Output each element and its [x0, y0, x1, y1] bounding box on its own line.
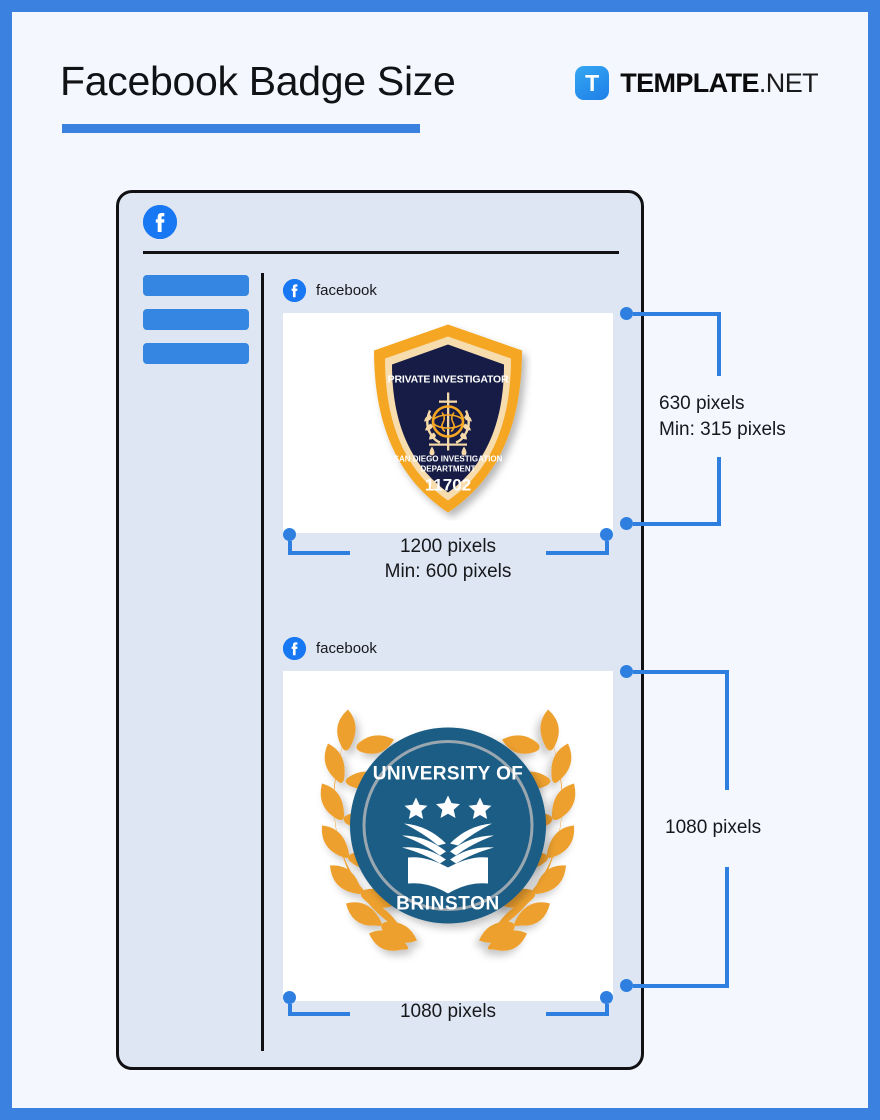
brand-name-light: .NET	[758, 67, 819, 98]
dim-line	[717, 457, 721, 525]
post-1-image[interactable]: PRIVATE INVESTIGATOR	[283, 313, 613, 533]
template-logo-letter: T	[585, 69, 600, 96]
dim-line	[633, 311, 721, 316]
open-book-with-wings-icon	[402, 823, 494, 894]
shield-top-text: PRIVATE INVESTIGATOR	[388, 374, 509, 386]
brand-wordmark: TEMPLATE.NET	[620, 68, 818, 99]
dim-line	[604, 1004, 609, 1016]
post-1-label: facebook	[316, 281, 377, 299]
university-laurel-badge-icon: UNIVERSITY OF	[320, 709, 576, 951]
facebook-glyph	[143, 205, 177, 239]
dim-line	[717, 311, 721, 376]
shield-mid-line-2: DEPARTMENT	[421, 465, 476, 474]
vertical-divider	[261, 273, 264, 1051]
facebook-icon	[283, 636, 306, 660]
facebook-icon	[283, 278, 306, 302]
brand-name-bold: TEMPLATE	[620, 67, 759, 98]
shield-badge: PRIVATE INVESTIGATOR	[364, 321, 532, 526]
dim-line	[287, 1004, 292, 1016]
laurel-left	[320, 709, 417, 951]
facebook-glyph	[283, 636, 306, 660]
dim-dot	[620, 517, 633, 530]
post-2-height-label: 1080 pixels	[665, 817, 762, 838]
page-title: Facebook Badge Size	[60, 58, 456, 104]
dim-dot	[620, 979, 633, 992]
facebook-icon	[143, 205, 177, 239]
dim-dot	[283, 991, 296, 1004]
facebook-mockup-card: facebook	[116, 190, 786, 1070]
shield-mid-line-1: SAN DIEGO INVESTIGATION	[394, 455, 503, 464]
sidebar-item-2[interactable]	[143, 309, 249, 330]
dim-line	[287, 1012, 350, 1016]
shield-number: 11702	[425, 476, 471, 495]
dim-line	[633, 521, 721, 526]
sidebar	[143, 275, 249, 377]
card-divider	[143, 251, 619, 254]
facebook-glyph	[283, 278, 306, 302]
dim-dot	[600, 991, 613, 1004]
sidebar-item-3[interactable]	[143, 343, 249, 364]
post-1: facebook	[283, 277, 613, 533]
badge-circle	[350, 727, 546, 924]
badge-top-text: UNIVERSITY OF	[373, 764, 524, 785]
post-1-height-label-2: Min: 315 pixels	[659, 419, 786, 440]
globe-laurel-emblem	[424, 392, 472, 456]
laurel-badge: UNIVERSITY OF	[298, 686, 598, 987]
dim-line	[287, 551, 350, 555]
private-investigator-shield-icon: PRIVATE INVESTIGATOR	[374, 324, 522, 513]
dim-line	[725, 669, 729, 790]
dim-line	[604, 541, 609, 555]
post-1-header: facebook	[283, 277, 613, 303]
dim-line	[546, 1012, 608, 1016]
card-body: facebook	[119, 265, 786, 1065]
dim-dot	[620, 307, 633, 320]
title-underline	[62, 124, 420, 133]
dim-line	[725, 867, 729, 987]
post-2-image[interactable]: UNIVERSITY OF	[283, 671, 613, 1001]
dim-dot	[620, 665, 633, 678]
dim-line	[287, 541, 292, 555]
post-2-header: facebook	[283, 635, 613, 661]
dim-dot	[283, 528, 296, 541]
post-2-label: facebook	[316, 639, 377, 657]
badge-bottom-text: BRINSTON	[396, 894, 500, 915]
three-stars-icon	[404, 795, 492, 819]
dim-line	[633, 983, 729, 988]
sidebar-item-1[interactable]	[143, 275, 249, 296]
dim-dot	[600, 528, 613, 541]
brand-logo: T TEMPLATE.NET	[575, 66, 819, 100]
dim-line	[633, 669, 729, 674]
dim-line	[546, 551, 608, 555]
page-header: Facebook Badge Size T TEMPLATE.NET	[12, 12, 868, 162]
post-1-width-label-2: Min: 600 pixels	[384, 561, 512, 582]
post-2: facebook	[283, 635, 613, 1001]
post-1-width-label-1: 1200 pixels	[399, 536, 497, 557]
post-1-height-label-1: 630 pixels	[659, 393, 745, 414]
template-logo-icon: T	[575, 66, 610, 100]
post-2-width-label: 1080 pixels	[399, 1001, 497, 1022]
